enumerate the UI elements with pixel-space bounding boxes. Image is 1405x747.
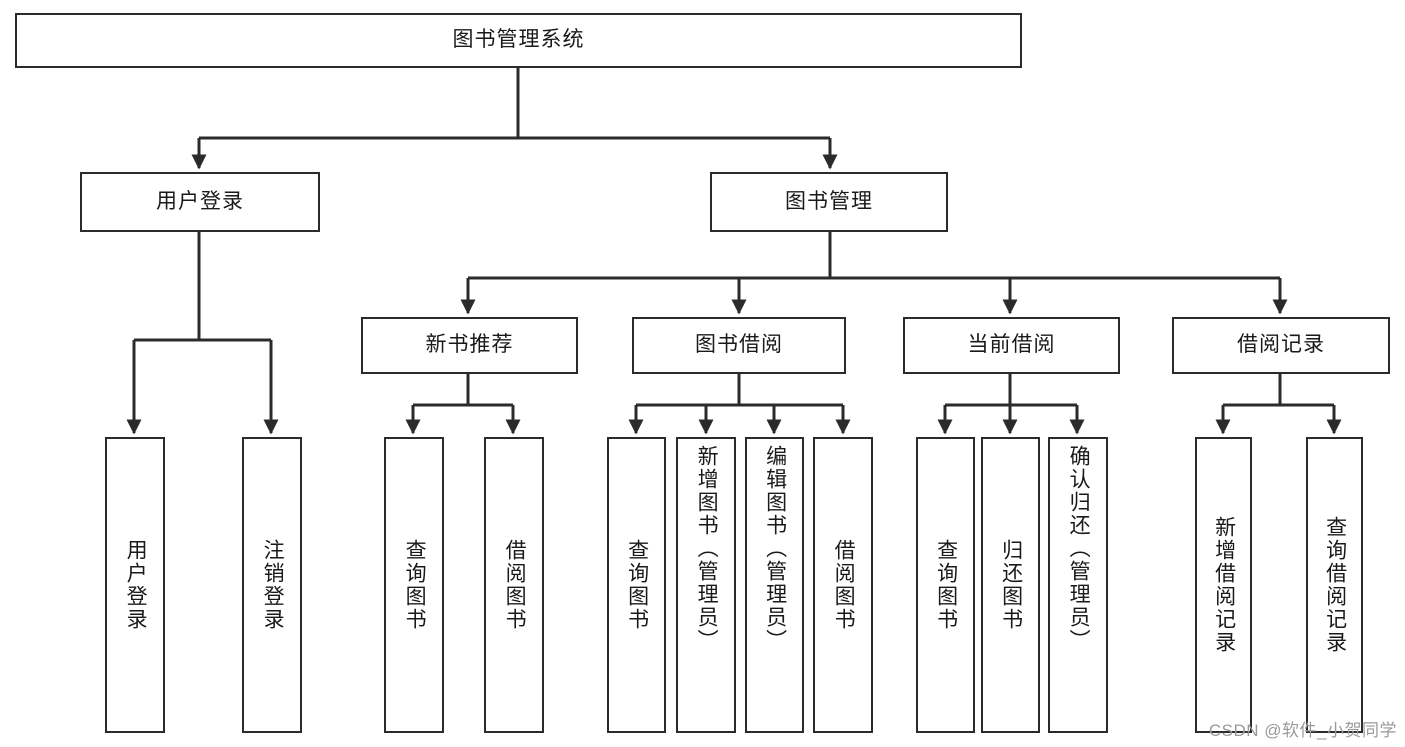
node-borrow-record[interactable]: 借阅记录 — [1172, 317, 1390, 374]
node-leaf-query-book-1[interactable]: 查询图书 — [384, 437, 444, 733]
node-leaf-confirm-return[interactable]: 确认归还（管理员） — [1048, 437, 1108, 733]
node-label: 新增图书（管理员） — [695, 445, 719, 652]
node-label: 用户登录 — [156, 189, 244, 213]
node-label: 新增借阅记录 — [1212, 516, 1236, 654]
node-root-system[interactable]: 图书管理系统 — [15, 13, 1022, 68]
node-book-borrow[interactable]: 图书借阅 — [632, 317, 846, 374]
node-current-borrow[interactable]: 当前借阅 — [903, 317, 1120, 374]
node-leaf-logout-login[interactable]: 注销登录 — [242, 437, 302, 733]
node-label: 图书借阅 — [695, 333, 783, 357]
node-label: 借阅记录 — [1237, 333, 1325, 357]
node-leaf-query-book-3[interactable]: 查询图书 — [916, 437, 975, 733]
node-label: 借阅图书 — [503, 539, 527, 631]
node-leaf-edit-book[interactable]: 编辑图书（管理员） — [745, 437, 804, 733]
node-label: 归还图书 — [999, 539, 1023, 631]
node-book-management[interactable]: 图书管理 — [710, 172, 948, 232]
node-leaf-borrow-book-1[interactable]: 借阅图书 — [484, 437, 544, 733]
node-leaf-add-record[interactable]: 新增借阅记录 — [1195, 437, 1252, 733]
node-label: 图书管理 — [785, 189, 873, 213]
node-label: 新书推荐 — [425, 333, 514, 357]
node-label: 查询图书 — [403, 539, 427, 631]
node-leaf-borrow-book-2[interactable]: 借阅图书 — [813, 437, 873, 733]
node-leaf-query-record[interactable]: 查询借阅记录 — [1306, 437, 1363, 733]
node-label: 图书管理系统 — [452, 28, 585, 52]
node-label: 查询图书 — [625, 539, 649, 631]
node-label: 借阅图书 — [832, 539, 856, 631]
node-leaf-return-book[interactable]: 归还图书 — [981, 437, 1040, 733]
node-label: 当前借阅 — [967, 333, 1056, 357]
node-label: 注销登录 — [261, 539, 285, 631]
node-new-book-recommend[interactable]: 新书推荐 — [361, 317, 578, 374]
node-user-login[interactable]: 用户登录 — [80, 172, 320, 232]
node-label: 用户登录 — [124, 539, 148, 631]
node-leaf-query-book-2[interactable]: 查询图书 — [607, 437, 666, 733]
node-label: 编辑图书（管理员） — [763, 445, 787, 652]
node-leaf-user-login[interactable]: 用户登录 — [105, 437, 165, 733]
node-leaf-add-book[interactable]: 新增图书（管理员） — [676, 437, 736, 733]
node-label: 查询图书 — [934, 539, 958, 631]
node-label: 查询借阅记录 — [1323, 516, 1347, 654]
node-label: 确认归还（管理员） — [1067, 445, 1091, 652]
